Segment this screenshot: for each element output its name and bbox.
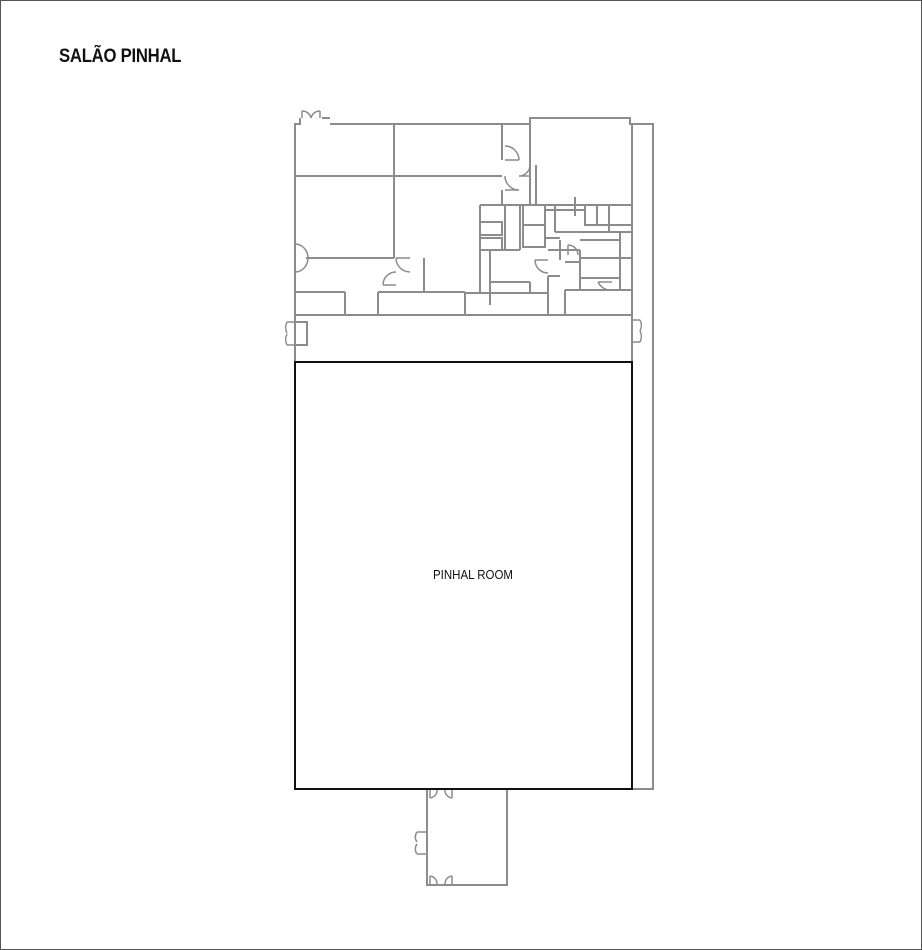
pinhal-room-label: PINHAL ROOM bbox=[433, 567, 513, 582]
page-title: SALÃO PINHAL bbox=[59, 46, 182, 67]
door-swings bbox=[284, 110, 643, 886]
service-area-walls bbox=[294, 117, 654, 886]
pinhal-room-outline bbox=[294, 361, 633, 790]
